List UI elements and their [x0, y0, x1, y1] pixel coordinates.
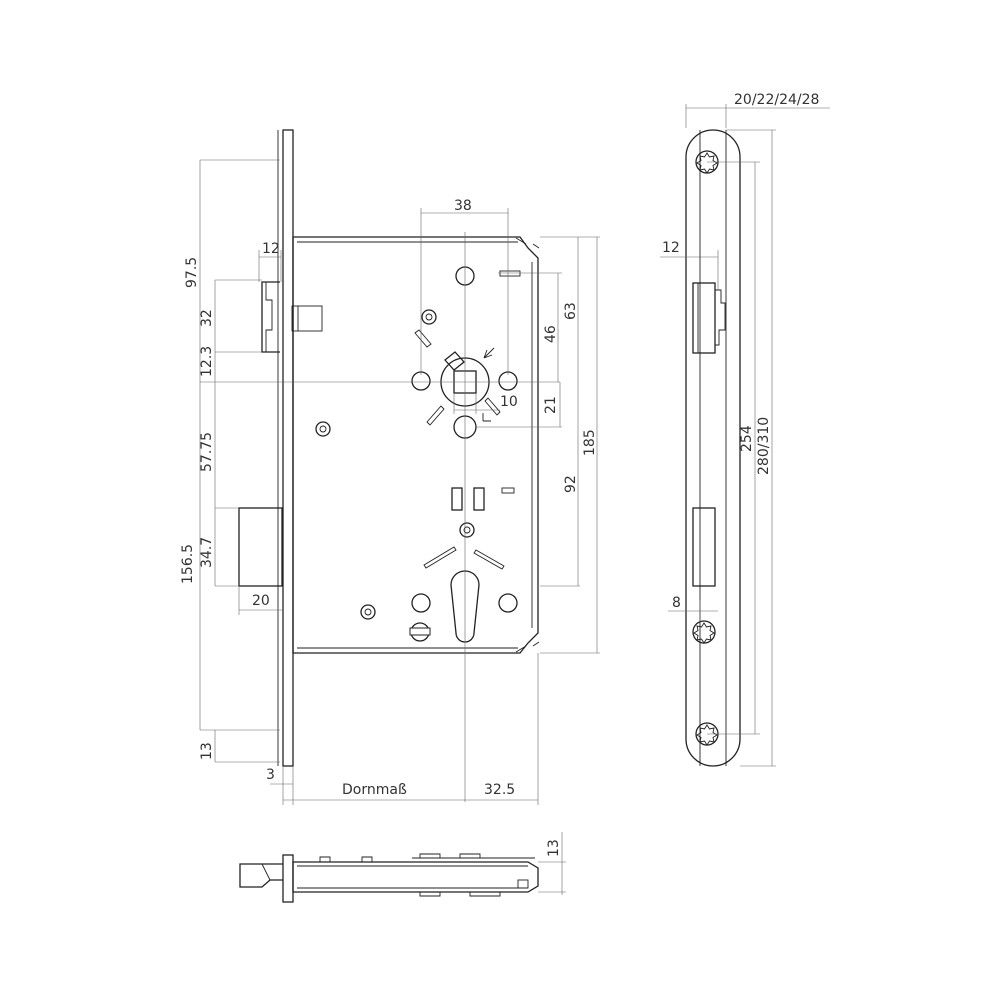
center-lines	[200, 232, 560, 802]
cylinder-cutout	[450, 570, 480, 643]
dim-plate-12: 12	[662, 240, 680, 256]
screw-lower-left	[360, 604, 376, 620]
top-case	[292, 861, 539, 893]
faceplate-bolt-opening	[692, 507, 716, 587]
dim-12-3: 12.3	[199, 346, 215, 377]
faceplate-latch	[692, 282, 726, 354]
dim-13-bottom: 13	[199, 742, 215, 760]
dead-bolt	[238, 507, 283, 587]
latch-bolt	[261, 281, 323, 353]
faceplate	[282, 129, 294, 767]
faceplate-view	[685, 129, 741, 767]
faceplate-screw-middle	[692, 620, 716, 644]
lock-case	[292, 236, 539, 654]
spring-arrows-upper	[414, 329, 501, 426]
dim-34-7: 34.7	[199, 537, 215, 568]
dim-38: 38	[454, 198, 472, 214]
dim-97-5: 97.5	[184, 257, 200, 288]
switch-left	[451, 487, 463, 511]
front-dimension-labels: 38 12 97.5 32 12.3 57.75 34.7 156.5 20 1…	[180, 198, 598, 798]
switch-right	[473, 487, 485, 511]
dim-8: 8	[672, 595, 681, 611]
dim-plate-widths: 20/22/24/28	[734, 92, 819, 108]
dim-156-5: 156.5	[180, 544, 196, 584]
faceplate-dimension-lines	[660, 104, 830, 767]
dim-185: 185	[582, 429, 598, 456]
dim-254: 254	[739, 425, 755, 452]
faceplate-outline	[685, 129, 741, 767]
dim-13-depth: 13	[546, 839, 562, 857]
screw-lower-center	[409, 622, 431, 642]
hole-bottom-right	[498, 593, 518, 613]
dim-3: 3	[266, 767, 275, 783]
front-view	[238, 129, 540, 767]
top-dimension-lines	[538, 832, 566, 895]
faceplate-dimension-labels: 20/22/24/28 12 254 280/310 8	[662, 92, 819, 611]
screw-left	[315, 421, 331, 437]
top-view	[239, 853, 539, 903]
dim-20: 20	[252, 593, 270, 609]
dim-32-5: 32.5	[484, 782, 515, 798]
top-latch	[239, 863, 283, 888]
dim-92: 92	[563, 475, 579, 493]
front-dimension-lines	[199, 159, 600, 805]
slot-top	[499, 270, 521, 277]
dim-46: 46	[543, 325, 559, 343]
spring-arrows-lower	[423, 546, 505, 570]
screw-upper	[421, 309, 437, 325]
dim-63: 63	[563, 302, 579, 320]
hole-bottom-left	[411, 593, 431, 613]
dim-57-75: 57.75	[199, 432, 215, 472]
dim-32: 32	[199, 309, 215, 327]
top-faceplate	[282, 854, 294, 903]
dim-dornmass: Dornmaß	[342, 782, 407, 798]
dim-21: 21	[543, 396, 559, 414]
screw-center	[459, 522, 475, 538]
dim-10: 10	[500, 394, 518, 410]
dim-280-310: 280/310	[756, 417, 772, 475]
dim-12-latch: 12	[262, 241, 280, 257]
